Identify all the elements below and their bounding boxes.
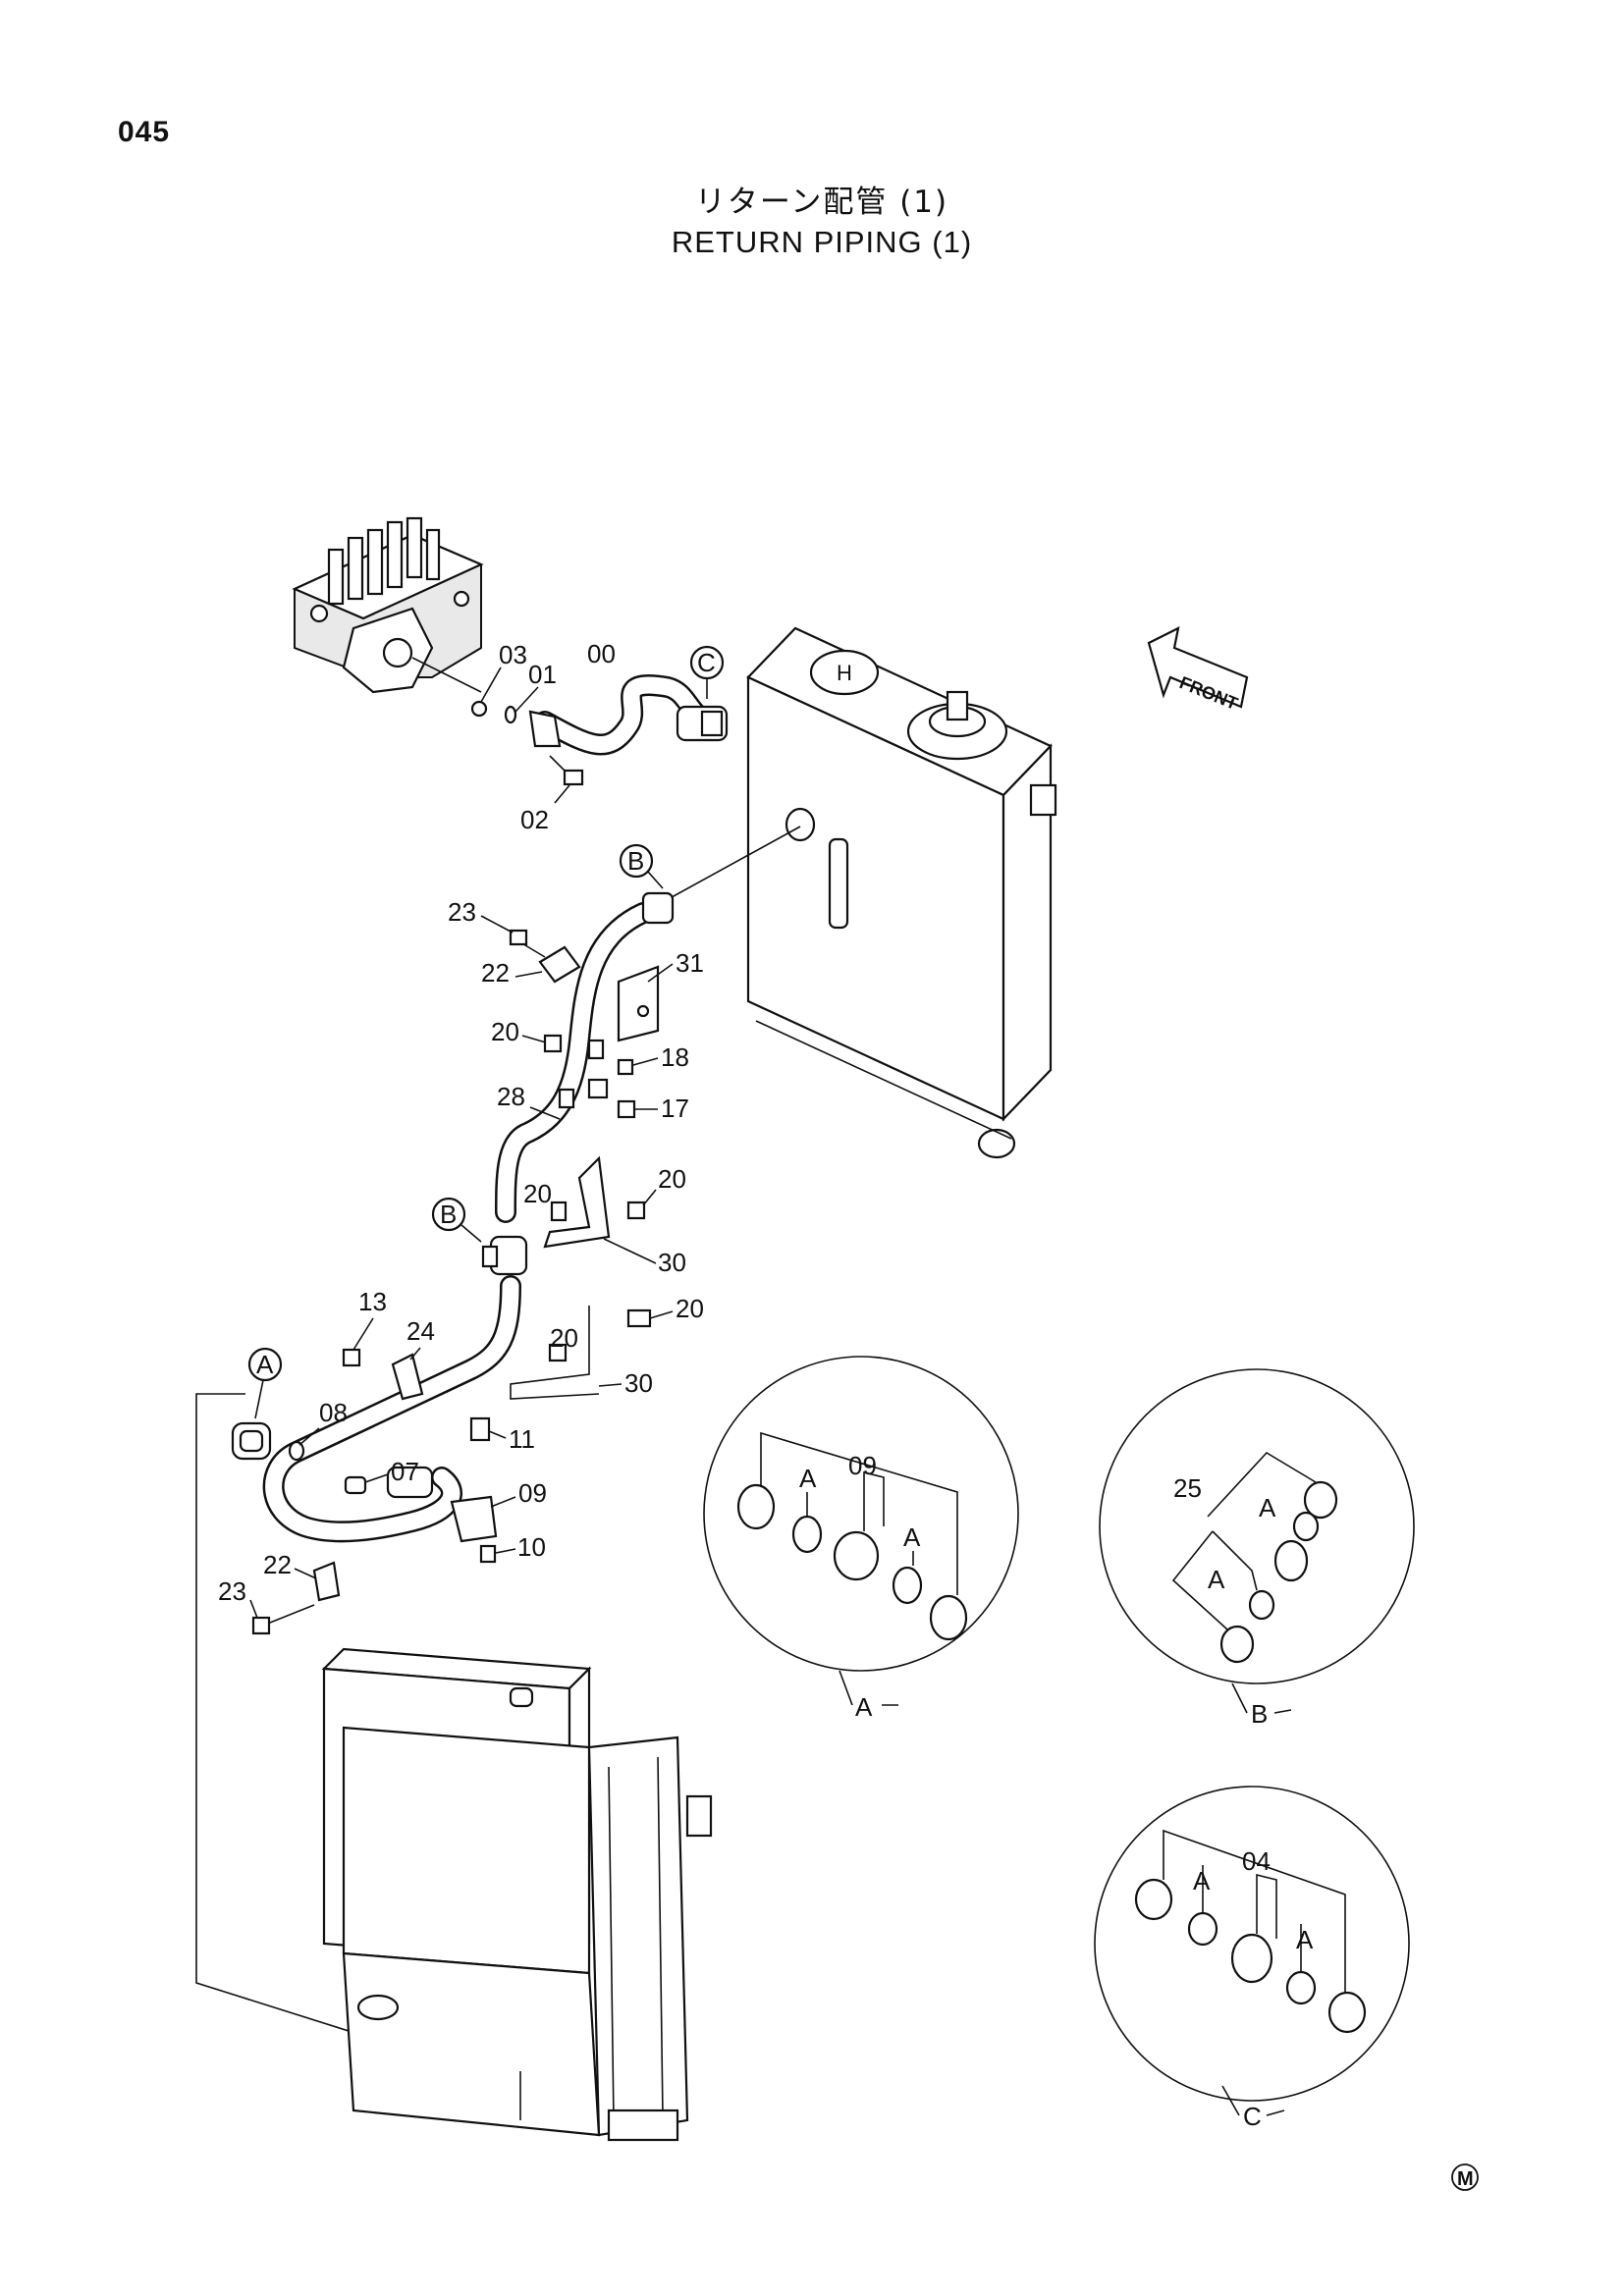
label-20-e: 20 [550, 1323, 578, 1353]
hydraulic-tank: H [746, 626, 1057, 1159]
svg-text:A: A [256, 1350, 274, 1379]
callout-b-lower: B [431, 1197, 482, 1243]
detail-c-part-label: 04 [1242, 1846, 1271, 1876]
detail-a-sub-label-left: A [799, 1464, 817, 1493]
front-direction-arrow: FRONT [1147, 626, 1249, 714]
detail-a-labels: 09 A A A [799, 1451, 921, 1722]
label-20-d: 20 [676, 1294, 704, 1323]
label-20-c: 20 [658, 1164, 686, 1194]
label-11: 10 [517, 1532, 546, 1562]
plate-13 [469, 1416, 491, 1442]
callout-c: C [689, 645, 725, 699]
fitting-07 [344, 1475, 367, 1495]
svg-text:M: M [1457, 2168, 1474, 2190]
oil-cooler [321, 1647, 713, 2142]
label-02: 02 [520, 805, 549, 834]
coupling-a [231, 1421, 272, 1461]
label-28: 28 [497, 1082, 525, 1111]
bracket-10 [450, 1495, 498, 1564]
svg-text:B: B [627, 846, 644, 876]
clamp-22-upper [538, 945, 581, 984]
title-english: RETURN PIPING (1) [671, 225, 973, 259]
detail-view-c [1094, 1786, 1410, 2102]
detail-c-sub-label-left: A [1193, 1866, 1211, 1896]
label-22-upper: 22 [481, 958, 510, 988]
label-24: 24 [406, 1316, 435, 1346]
title-japanese: リターン配管 (1) [694, 185, 949, 220]
label-30-lower: 30 [624, 1368, 653, 1398]
detail-a-part-label: 09 [848, 1451, 877, 1480]
clamp-22-lower [312, 1561, 341, 1602]
label-13: 11 [509, 1424, 535, 1454]
detail-a-sub-label-right: A [903, 1522, 921, 1552]
coupling-b [481, 1235, 528, 1276]
part-labels: 00 01 03 02 23 22 31 20 18 17 28 20 20 3… [218, 639, 704, 1619]
washer-03 [470, 700, 488, 718]
label-23-upper: 23 [448, 897, 476, 927]
bolt-23-lower [251, 1604, 315, 1635]
control-valve [292, 516, 484, 694]
detail-a-title: A [855, 1692, 873, 1722]
bracket-30-upper [543, 1155, 646, 1249]
detail-c-sub-label-right: A [1296, 1925, 1314, 1954]
bolt-23-upper [509, 929, 546, 958]
detail-c-title: C [1243, 2102, 1262, 2131]
bolt-02 [549, 755, 584, 786]
label-20-a: 20 [491, 1017, 519, 1046]
o-ring-01 [504, 705, 517, 724]
fittings-17-18 [558, 1039, 636, 1119]
detail-view-b [1099, 1368, 1415, 1684]
label-08: 08 [319, 1398, 348, 1427]
svg-text:C: C [697, 648, 716, 677]
label-30-upper: 30 [658, 1248, 686, 1277]
svg-text:B: B [440, 1200, 457, 1229]
label-03: 03 [499, 640, 527, 669]
detail-b-labels: 25 A A B [1173, 1473, 1292, 1729]
page-number: 045 [118, 116, 171, 148]
return-pipe-28 [495, 826, 801, 1223]
label-20-b: 20 [523, 1179, 552, 1208]
detail-view-a [703, 1356, 1019, 1672]
title-block: リターン配管 (1) RETURN PIPING (1) [0, 177, 1624, 260]
bolt-14 [342, 1348, 361, 1367]
detail-b-sub-label-lower: A [1208, 1565, 1225, 1594]
label-23-lower: 23 [218, 1576, 246, 1606]
detail-b-sub-label-upper: A [1259, 1493, 1276, 1522]
label-00: 00 [587, 639, 616, 668]
label-22-lower: 22 [263, 1550, 292, 1579]
label-07: 07 [391, 1457, 419, 1486]
detail-b-title: B [1251, 1699, 1268, 1729]
return-hose-00 [528, 674, 729, 756]
label-14: 13 [358, 1287, 387, 1316]
detail-c-labels: 04 A A C [1193, 1846, 1314, 2131]
label-18: 18 [661, 1042, 689, 1072]
detail-b-part-label: 25 [1173, 1473, 1202, 1503]
label-10: 09 [518, 1478, 547, 1508]
callout-b-upper: B [619, 843, 664, 889]
o-ring-08 [288, 1440, 305, 1462]
bolt-20-a [543, 1034, 563, 1053]
label-31: 31 [676, 948, 704, 978]
clamp-24 [391, 1353, 424, 1401]
m-mark: M [1451, 2163, 1479, 2191]
bracket-30-lower [510, 1306, 652, 1400]
return-pipe-lower [262, 1275, 521, 1543]
bracket-31 [617, 965, 660, 1042]
label-01: 01 [528, 660, 557, 689]
leader-frame [195, 1393, 384, 2043]
callout-a: A [247, 1347, 283, 1419]
svg-text:H: H [837, 661, 852, 685]
label-17: 17 [661, 1094, 689, 1123]
